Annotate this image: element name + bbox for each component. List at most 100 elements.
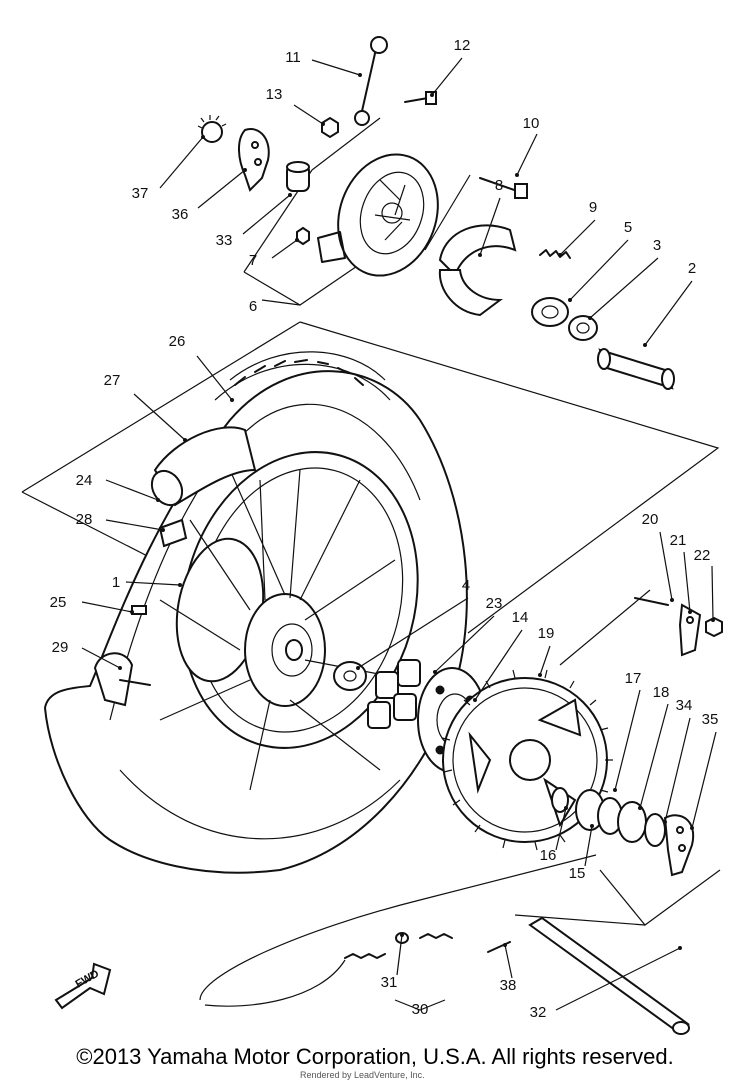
- leader-line-3: [589, 257, 659, 319]
- callout-20: 20: [642, 511, 659, 528]
- callout-9: 9: [589, 199, 597, 216]
- callout-18: 18: [653, 684, 670, 701]
- leader-tip-18: [638, 806, 642, 810]
- leader-tip-37: [201, 135, 205, 139]
- callout-17: 17: [625, 670, 642, 687]
- leader-line-9: [559, 219, 596, 256]
- leader-tip-8: [478, 253, 482, 257]
- leader-line-28: [105, 519, 164, 531]
- wheel-tire-artwork: [43, 351, 468, 874]
- leader-line-13: [293, 104, 324, 125]
- callout-36: 36: [172, 206, 189, 223]
- leader-line-10: [516, 133, 538, 176]
- leader-line-33: [242, 194, 291, 235]
- leader-tip-20: [670, 598, 674, 602]
- leader-line-36: [197, 169, 246, 209]
- leader-line-4: [357, 597, 469, 669]
- chain-axle-artwork: FWD: [54, 854, 690, 1035]
- callout-38: 38: [500, 977, 517, 994]
- leader-line-20: [659, 531, 673, 601]
- leader-tip-35: [690, 826, 694, 830]
- leader-tip-31: [400, 933, 404, 937]
- leader-tip-15: [590, 824, 594, 828]
- wheel-group-outline: [299, 321, 720, 634]
- callout-33: 33: [216, 232, 233, 249]
- leader-line-26: [196, 355, 233, 401]
- leader-line-12: [431, 57, 463, 96]
- leader-tip-26: [230, 398, 234, 402]
- callout-8: 8: [495, 177, 503, 194]
- leader-tip-9: [558, 253, 562, 257]
- leader-line-27: [133, 393, 186, 441]
- leader-tip-27: [183, 438, 187, 442]
- leader-line-21: [683, 551, 691, 613]
- leader-line-16: [555, 807, 567, 851]
- leader-tip-3: [588, 316, 592, 320]
- callout-35: 35: [702, 711, 719, 728]
- leader-line-8: [479, 197, 501, 256]
- leader-line-35: [691, 731, 717, 829]
- watermark: Rendered by LeadVenture, Inc.: [300, 1070, 425, 1080]
- leader-tip-19: [538, 673, 542, 677]
- leader-tip-21: [688, 610, 692, 614]
- callout-10: 10: [523, 115, 540, 132]
- callout-26: 26: [169, 333, 186, 350]
- leader-line-1: [125, 581, 181, 586]
- leader-tip-24: [156, 498, 160, 502]
- callout-27: 27: [104, 372, 121, 389]
- leader-tip-38: [503, 943, 507, 947]
- leader-tip-11: [358, 73, 362, 77]
- leader-line-7: [271, 239, 298, 259]
- callout-21: 21: [670, 532, 687, 549]
- leader-line-23: [434, 615, 495, 673]
- leader-line-32: [555, 947, 681, 1011]
- leader-tip-17: [613, 788, 617, 792]
- leader-tip-13: [321, 122, 325, 126]
- leader-line-15: [584, 825, 593, 867]
- leader-tip-32: [678, 946, 682, 950]
- brake-assembly-artwork: [197, 36, 675, 390]
- callout-23: 23: [486, 595, 503, 612]
- leader-line-2: [644, 280, 693, 346]
- leader-line-24: [105, 479, 159, 501]
- callout-34: 34: [676, 697, 693, 714]
- callout-layer: 1112131037363389532762627242812542314192…: [50, 37, 719, 1021]
- leader-line-38: [504, 944, 513, 979]
- callout-14: 14: [512, 609, 529, 626]
- leader-line-17: [614, 689, 641, 791]
- leader-tip-33: [288, 193, 292, 197]
- leader-tip-1: [178, 583, 182, 587]
- callout-25: 25: [50, 594, 67, 611]
- callout-19: 19: [538, 625, 555, 642]
- callout-2: 2: [688, 260, 696, 277]
- callout-16: 16: [540, 847, 557, 864]
- leader-line-18: [639, 703, 669, 809]
- callout-22: 22: [694, 547, 711, 564]
- exploded-parts-diagram: FWD 111213103736338953276262724281254231…: [21, 36, 723, 1035]
- callout-28: 28: [76, 511, 93, 528]
- leader-tip-5: [568, 298, 572, 302]
- leader-tip-2: [643, 343, 647, 347]
- leader-line-29: [81, 647, 121, 669]
- copyright-notice: ©2013 Yamaha Motor Corporation, U.S.A. A…: [76, 1044, 674, 1069]
- callout-24: 24: [76, 472, 93, 489]
- leader-tip-34: [663, 820, 667, 824]
- leader-tip-10: [515, 173, 519, 177]
- leader-tip-4: [356, 666, 360, 670]
- leader-tip-36: [243, 168, 247, 172]
- callout-1: 1: [112, 574, 120, 591]
- callout-31: 31: [381, 974, 398, 991]
- leader-tip-12: [430, 93, 434, 97]
- callout-30: 30: [412, 1001, 429, 1018]
- leader-line-14: [474, 629, 523, 701]
- leader-line-37: [159, 136, 204, 189]
- leader-line-5: [569, 239, 629, 301]
- callout-4: 4: [462, 577, 470, 594]
- callout-7: 7: [249, 252, 257, 269]
- leader-tip-25: [130, 610, 134, 614]
- callout-29: 29: [52, 639, 69, 656]
- leader-line-25: [81, 601, 133, 613]
- forward-arrow-icon: FWD: [54, 962, 112, 1010]
- leader-line-19: [539, 645, 551, 676]
- leader-line-34: [664, 717, 691, 823]
